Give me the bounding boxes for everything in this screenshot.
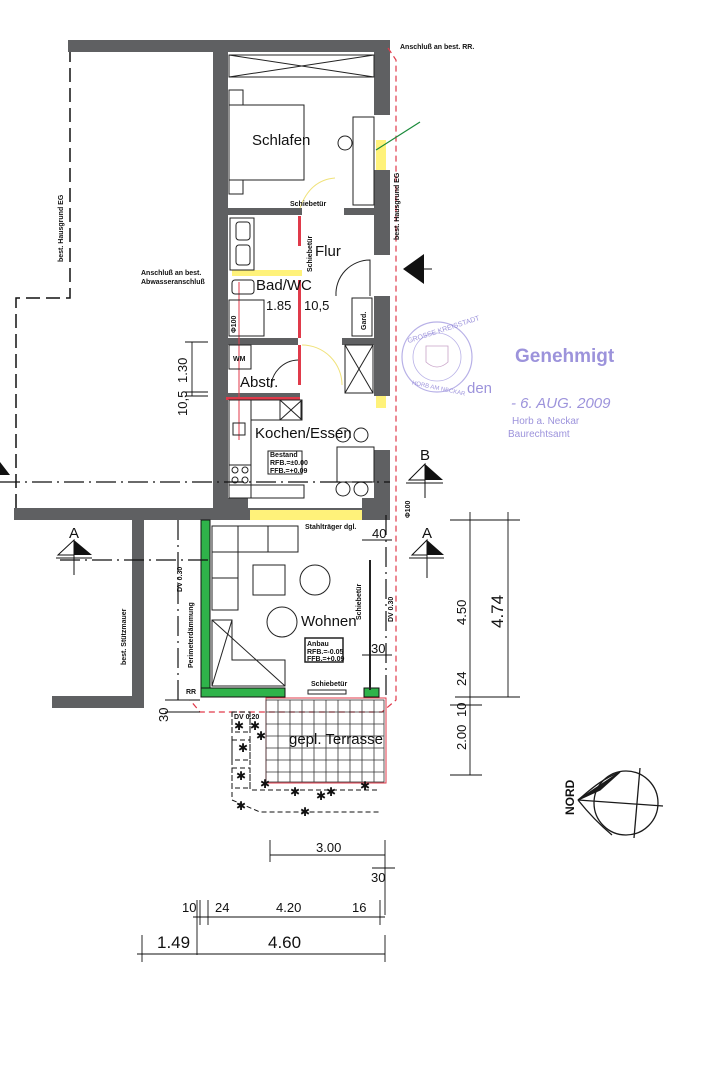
svg-text:✱: ✱: [236, 799, 246, 813]
dim-bottom-300: 3.00: [316, 840, 341, 855]
room-label-terrasse: gepl. Terrasse: [289, 731, 383, 748]
room-label-wohnen: Wohnen: [301, 613, 357, 630]
note-anschluss-abwasser-1: Anschluß an best.: [141, 270, 201, 277]
svg-text:✱: ✱: [360, 779, 370, 793]
room-label-schlafen: Schlafen: [252, 132, 310, 149]
dim-bottom-24: 24: [215, 900, 229, 915]
note-schiebetuer-wohnen-side: Schiebetür: [356, 584, 363, 620]
note-hausgrund-right: best. Hausgrund EG: [394, 172, 401, 240]
note-hausgrund-left: best. Hausgrund EG: [58, 194, 65, 262]
svg-text:✱: ✱: [236, 769, 246, 783]
dim-bottom-460: 4.60: [268, 933, 301, 952]
section-label-b: B: [420, 447, 430, 464]
dim-right-474: 4.74: [488, 595, 507, 628]
garden-stars: ✱✱✱ ✱✱✱ ✱✱✱ ✱✱✱: [234, 719, 370, 819]
terrace-grid: [265, 699, 385, 783]
schlafen-furniture: [228, 54, 421, 209]
note-perimeter: Perimeterdämmung: [188, 602, 195, 668]
dim-right-450: 4.50: [454, 600, 469, 625]
room-label-kochen: Kochen/Essen: [255, 425, 352, 442]
stamp-office: Baurechtsamt: [508, 429, 570, 440]
stamp-city: Horb a. Neckar: [512, 416, 580, 427]
new-walls: [200, 519, 380, 698]
stamp-status: Genehmigt: [515, 346, 615, 367]
note-stahltraeger: Stahlträger dgl.: [305, 524, 356, 531]
section-marker-b: [406, 462, 443, 498]
wohnen-furniture: [211, 525, 371, 695]
north-label: NORD: [563, 779, 577, 815]
stamp-ring-top: GROSSE KREISSTADT: [407, 315, 481, 345]
abstr-fixtures: [228, 344, 343, 389]
kochen-fixtures: [228, 399, 375, 499]
north-arrow-icon: [577, 767, 664, 839]
existing-building-outline: [15, 48, 71, 512]
view-arrow-right: [403, 254, 432, 284]
dim-right-200: 2.00: [454, 725, 469, 750]
svg-text:✱: ✱: [260, 777, 270, 791]
anbau-ffb: FFB.=+0.09: [307, 656, 344, 663]
view-arrow-left: [0, 462, 10, 475]
svg-text:✱: ✱: [256, 729, 266, 743]
section-marker-a-left: [56, 538, 92, 575]
note-phi100-right: Φ100: [405, 500, 412, 518]
note-phi100-bad: Φ100: [231, 315, 238, 333]
dim-bottom-10: 10: [182, 900, 196, 915]
room-label-abstr: Abstr.: [240, 374, 278, 391]
section-label-a-left: A: [69, 525, 79, 542]
section-lines: [0, 481, 390, 700]
dim-right-24: 24: [454, 672, 469, 686]
bestand-ffb: FFB.=+0.09: [270, 468, 307, 475]
garden-planting: [231, 711, 380, 813]
note-schiebetuer-wohnen-bottom: Schiebetür: [311, 681, 347, 688]
note-schiebetuer-top: Schiebetür: [290, 201, 326, 208]
note-stuetzmauer: best. Stützmauer: [121, 608, 128, 665]
bad-fixtures: [228, 217, 374, 394]
svg-text:✱: ✱: [234, 719, 244, 733]
dim-bottom-420: 4.20: [276, 900, 301, 915]
note-rr: RR: [186, 689, 196, 696]
walls: [14, 40, 390, 708]
room-label-bad: Bad/WC: [256, 277, 312, 294]
stamp-place: den: [467, 380, 492, 397]
dim-left-30: 30: [156, 708, 171, 722]
dim-right-10: 10: [454, 703, 469, 717]
bestand-rfb: RFB.=±0.00: [270, 460, 308, 467]
note-dv-right: DV 0.30: [388, 597, 395, 622]
svg-text:✱: ✱: [250, 719, 260, 733]
stamp-ring-bottom: HORB AM NECKAR: [411, 380, 466, 397]
stamp-date: - 6. AUG. 2009: [511, 395, 611, 412]
note-schiebetuer-bad: Schiebetür: [307, 236, 314, 272]
note-dv-left: DV 0.30: [177, 567, 184, 592]
svg-text:✱: ✱: [326, 785, 336, 799]
note-anschluss-rr: Anschluß an best. RR.: [400, 44, 474, 51]
room-label-flur: Flur: [315, 243, 341, 260]
svg-text:✱: ✱: [316, 789, 326, 803]
dim-bottom-30: 30: [371, 870, 385, 885]
dim-abstr-height: 1.30: [175, 358, 190, 383]
svg-text:✱: ✱: [290, 785, 300, 799]
anbau-rfb: RFB.=-0.05: [307, 649, 343, 656]
note-wm: WM: [233, 356, 246, 363]
anbau-title: Anbau: [307, 641, 329, 648]
section-label-a-right: A: [422, 525, 432, 542]
note-dv-terrace: DV 0.20: [234, 714, 259, 721]
section-marker-a-right: [409, 538, 444, 578]
dimension-lines: [137, 341, 520, 962]
svg-text:✱: ✱: [300, 805, 310, 819]
dim-wohnen-40: 40: [372, 526, 386, 541]
bestand-title: Bestand: [270, 452, 298, 459]
dim-bad-width: 1.85: [266, 298, 291, 313]
note-garderobe: Gard.: [361, 312, 368, 330]
dim-bottom-149: 1.49: [157, 933, 190, 952]
dim-wohnen-30: 30: [371, 641, 385, 656]
dim-bottom-16: 16: [352, 900, 366, 915]
dim-wall-105: 10,5: [304, 298, 329, 313]
highlight-strips: [232, 140, 386, 520]
dim-wall-105-vert: 10,5: [175, 391, 190, 416]
svg-text:✱: ✱: [238, 741, 248, 755]
approval-stamp: [401, 321, 473, 393]
note-anschluss-abwasser-2: Abwasseranschluß: [141, 279, 206, 286]
